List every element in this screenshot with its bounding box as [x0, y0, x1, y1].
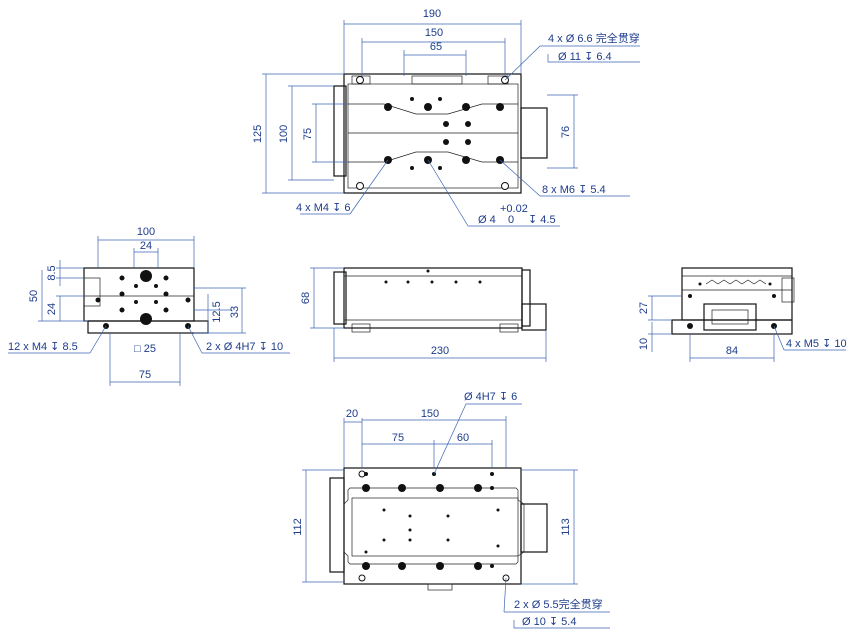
- side-view-dimensions: [310, 267, 547, 362]
- top-dim-190: 190: [423, 8, 441, 20]
- top-note-pin-tol-lower: 0: [508, 214, 514, 226]
- left-dim-square-25: □ 25: [134, 343, 156, 355]
- right-dim-10: 10: [638, 338, 650, 350]
- right-dim-84: 84: [726, 345, 738, 357]
- bottom-view: Ø 4H7 ↧ 6 20 150 75 60 112 113 2 x Ø 5.5…: [292, 391, 610, 629]
- right-dim-27: 27: [638, 302, 650, 314]
- bottom-view-outline: [343, 467, 522, 585]
- top-dim-75: 75: [302, 128, 314, 140]
- top-note-counterbore: Ø 11 ↧ 6.4: [558, 51, 612, 63]
- right-end-motor-block: [703, 303, 757, 331]
- right-end-view: 27 10 84 4 x M5 ↧ 10: [638, 267, 847, 362]
- top-view: 190 150 65 125 100 75 76 4 x Ø 6.6 完全贯穿 …: [252, 8, 640, 227]
- bottom-view-dimensions: [302, 403, 610, 629]
- top-view-tab-middle: [411, 75, 463, 85]
- top-dim-125: 125: [252, 125, 264, 143]
- left-dim-33: 33: [229, 306, 241, 318]
- bottom-dim-113: 113: [560, 518, 572, 536]
- top-view-left-cap: [333, 85, 347, 177]
- side-dim-230: 230: [431, 345, 449, 357]
- bottom-note-thru-holes: 2 x Ø 5.5完全贯穿: [514, 597, 603, 611]
- top-view-guide-lower: [348, 151, 518, 163]
- left-dim-12-5: 12.5: [211, 301, 223, 322]
- top-dim-100: 100: [278, 125, 290, 143]
- left-end-side-block: [83, 277, 101, 307]
- top-note-thru-holes: 4 x Ø 6.6 完全贯穿: [548, 31, 640, 45]
- top-note-pin-tol-upper: +0.02: [500, 203, 528, 215]
- top-dim-76: 76: [560, 126, 572, 138]
- side-view: 68 230: [300, 267, 547, 362]
- side-view-right-plate: [521, 269, 531, 327]
- right-note-m5: 4 x M5 ↧ 10: [786, 338, 847, 350]
- bottom-dim-150: 150: [421, 408, 439, 420]
- top-note-m4: 4 x M4 ↧ 6: [296, 202, 350, 214]
- right-end-dimensions: [648, 295, 846, 362]
- left-dim-75: 75: [139, 369, 151, 381]
- left-end-outline: [83, 267, 195, 322]
- bottom-note-h7: Ø 4H7 ↧ 6: [464, 391, 517, 403]
- side-view-holes: [384, 269, 482, 284]
- right-end-motor-window: [711, 309, 749, 325]
- left-note-m4: 12 x M4 ↧ 8.5: [8, 341, 78, 353]
- bottom-view-inner: [343, 487, 525, 565]
- right-end-coupling: [705, 279, 767, 285]
- right-end-base: [671, 319, 793, 335]
- side-view-body: [343, 267, 523, 329]
- top-view-outline: [343, 73, 522, 194]
- bottom-dim-60: 60: [457, 432, 469, 444]
- side-view-foot-right: [499, 323, 519, 333]
- bottom-dim-75: 75: [392, 432, 404, 444]
- bottom-view-motor: [520, 503, 548, 553]
- bottom-dim-112: 112: [292, 518, 304, 536]
- left-dim-24-top: 24: [140, 240, 152, 252]
- left-dim-50: 50: [28, 290, 40, 302]
- right-end-holes: [687, 282, 777, 329]
- left-dim-100: 100: [137, 226, 155, 238]
- left-end-holes: [95, 270, 191, 329]
- bottom-view-holes: [358, 470, 510, 582]
- side-view-foot-left: [351, 323, 371, 333]
- top-note-m6: 8 x M6 ↧ 5.4: [542, 184, 606, 196]
- left-dim-8-5: 8.5: [46, 265, 58, 280]
- top-view-guide-upper: [348, 103, 518, 115]
- top-view-dimensions: [262, 20, 640, 227]
- top-view-motor: [520, 107, 548, 159]
- top-note-pin-depth: ↧ 4.5: [528, 214, 556, 226]
- left-note-h7: 2 x Ø 4H7 ↧ 10: [206, 341, 283, 353]
- bottom-view-lower-tab: [427, 583, 453, 591]
- bottom-view-left-cap: [329, 477, 345, 573]
- side-view-motor: [521, 303, 547, 331]
- left-dim-24-left: 24: [46, 303, 58, 315]
- top-dim-150: 150: [425, 27, 443, 39]
- top-dim-65: 65: [430, 41, 442, 53]
- left-end-view: 100 24 8.5 50 24 12.5 33 12 x M4 ↧ 8.5 2…: [8, 226, 290, 386]
- bottom-dim-20: 20: [346, 408, 358, 420]
- side-dim-68: 68: [300, 292, 312, 304]
- bottom-note-counterbore: Ø 10 ↧ 5.4: [522, 616, 576, 628]
- top-view-inner: [347, 83, 519, 189]
- bottom-view-channel: [351, 497, 519, 557]
- top-note-pin-dia: Ø 4: [478, 214, 496, 226]
- side-view-left-cap: [333, 271, 347, 325]
- left-end-dimensions: [8, 236, 290, 386]
